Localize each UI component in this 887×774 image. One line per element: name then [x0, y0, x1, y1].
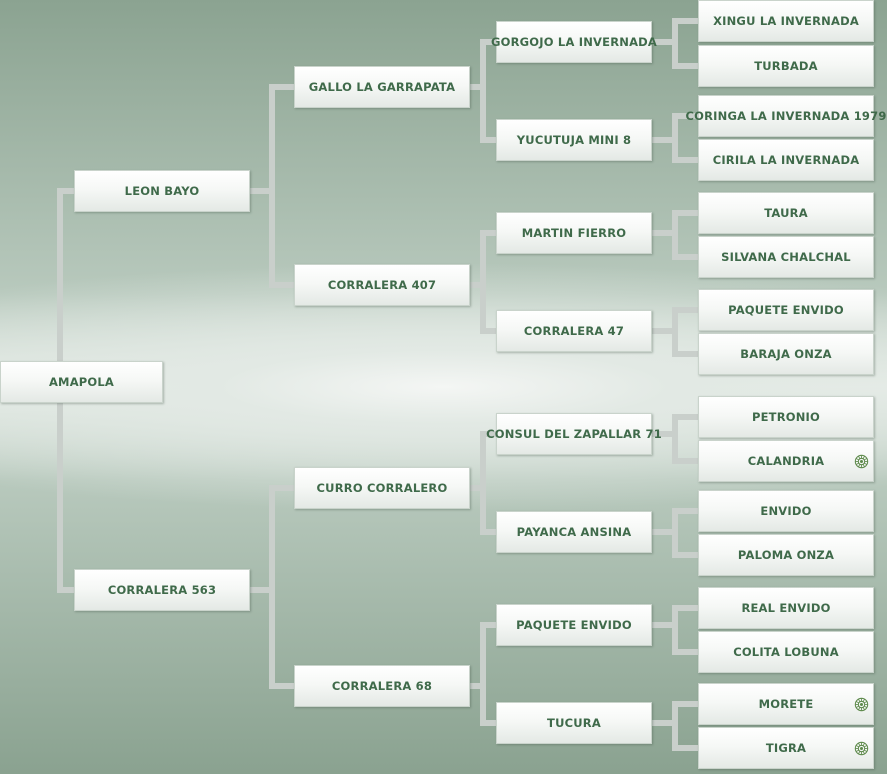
- pedigree-node-tucura[interactable]: TUCURA: [496, 702, 652, 744]
- horse-name: CIRILA LA INVERNADA: [712, 153, 860, 167]
- horse-name: XINGU LA INVERNADA: [713, 14, 859, 28]
- horse-name: TIGRA: [765, 741, 807, 755]
- pedigree-node-paquete-envido[interactable]: PAQUETE ENVIDO: [698, 289, 874, 331]
- horse-name: CORRALERA 68: [331, 679, 433, 693]
- pedigree-node-corralera-47[interactable]: CORRALERA 47: [496, 310, 652, 352]
- pedigree-node-consul-del-zapallar-71[interactable]: CONSUL DEL ZAPALLAR 71: [486, 413, 662, 455]
- pedigree-node-leon-bayo[interactable]: LEON BAYO: [74, 170, 250, 212]
- pedigree-node-martin-fierro[interactable]: MARTIN FIERRO: [496, 212, 652, 254]
- horse-name: TAURA: [764, 206, 808, 220]
- pedigree-node-baraja-onza[interactable]: BARAJA ONZA: [698, 333, 874, 375]
- horse-name: CORRALERA 563: [107, 583, 217, 597]
- award-seal-icon: [854, 741, 869, 756]
- pedigree-node-paquete-envido[interactable]: PAQUETE ENVIDO: [496, 604, 652, 646]
- pedigree-node-coringa-la-invernada-1979[interactable]: CORINGA LA INVERNADA 1979: [685, 95, 886, 137]
- horse-name: TURBADA: [754, 59, 818, 73]
- horse-name: CURRO CORRALERO: [316, 481, 448, 495]
- horse-name: AMAPOLA: [48, 375, 115, 389]
- award-seal-icon: [854, 454, 869, 469]
- pedigree-node-silvana-chalchal[interactable]: SILVANA CHALCHAL: [698, 236, 874, 278]
- pedigree-node-cirila-la-invernada[interactable]: CIRILA LA INVERNADA: [698, 139, 874, 181]
- pedigree-node-corralera-563[interactable]: CORRALERA 563: [74, 569, 250, 611]
- horse-name: CORRALERA 47: [523, 324, 625, 338]
- horse-name: PAYANCA ANSINA: [516, 525, 632, 539]
- horse-name: CALANDRIA: [747, 454, 825, 468]
- pedigree-node-turbada[interactable]: TURBADA: [698, 45, 874, 87]
- pedigree-node-taura[interactable]: TAURA: [698, 192, 874, 234]
- pedigree-node-real-envido[interactable]: REAL ENVIDO: [698, 587, 874, 629]
- pedigree-node-payanca-ansina[interactable]: PAYANCA ANSINA: [496, 511, 652, 553]
- horse-name: CORRALERA 407: [327, 278, 437, 292]
- horse-name: GALLO LA GARRAPATA: [308, 80, 456, 94]
- pedigree-node-gorgojo-la-invernada[interactable]: GORGOJO LA INVERNADA: [491, 21, 657, 63]
- pedigree-node-curro-corralero[interactable]: CURRO CORRALERO: [294, 467, 470, 509]
- pedigree-node-envido[interactable]: ENVIDO: [698, 490, 874, 532]
- horse-name: PAQUETE ENVIDO: [516, 618, 632, 632]
- horse-name: MARTIN FIERRO: [521, 226, 627, 240]
- horse-name: BARAJA ONZA: [740, 347, 832, 361]
- pedigree-node-corralera-407[interactable]: CORRALERA 407: [294, 264, 470, 306]
- horse-name: PETRONIO: [751, 410, 821, 424]
- horse-name: PAQUETE ENVIDO: [728, 303, 844, 317]
- horse-name: REAL ENVIDO: [741, 601, 831, 615]
- pedigree-node-gallo-la-garrapata[interactable]: GALLO LA GARRAPATA: [294, 66, 470, 108]
- horse-name: COLITA LOBUNA: [733, 645, 839, 659]
- pedigree-node-petronio[interactable]: PETRONIO: [698, 396, 874, 438]
- horse-name: SILVANA CHALCHAL: [721, 250, 851, 264]
- pedigree-node-amapola[interactable]: AMAPOLA: [0, 361, 163, 403]
- pedigree-node-colita-lobuna[interactable]: COLITA LOBUNA: [698, 631, 874, 673]
- horse-name: PALOMA ONZA: [737, 548, 835, 562]
- award-seal-icon: [854, 697, 869, 712]
- pedigree-node-paloma-onza[interactable]: PALOMA ONZA: [698, 534, 874, 576]
- horse-name: TUCURA: [547, 716, 601, 730]
- horse-name: MORETE: [758, 697, 814, 711]
- pedigree-node-corralera-68[interactable]: CORRALERA 68: [294, 665, 470, 707]
- pedigree-node-tigra[interactable]: TIGRA: [698, 727, 874, 769]
- horse-name: CORINGA LA INVERNADA 1979: [685, 109, 887, 123]
- horse-name: LEON BAYO: [124, 184, 200, 198]
- pedigree-node-morete[interactable]: MORETE: [698, 683, 874, 725]
- pedigree-node-xingu-la-invernada[interactable]: XINGU LA INVERNADA: [698, 0, 874, 42]
- horse-name: GORGOJO LA INVERNADA: [490, 35, 658, 49]
- horse-name: ENVIDO: [760, 504, 812, 518]
- pedigree-node-calandria[interactable]: CALANDRIA: [698, 440, 874, 482]
- horse-name: YUCUTUJA MINI 8: [516, 133, 632, 147]
- pedigree-node-yucutuja-mini-8[interactable]: YUCUTUJA MINI 8: [496, 119, 652, 161]
- horse-name: CONSUL DEL ZAPALLAR 71: [486, 427, 662, 441]
